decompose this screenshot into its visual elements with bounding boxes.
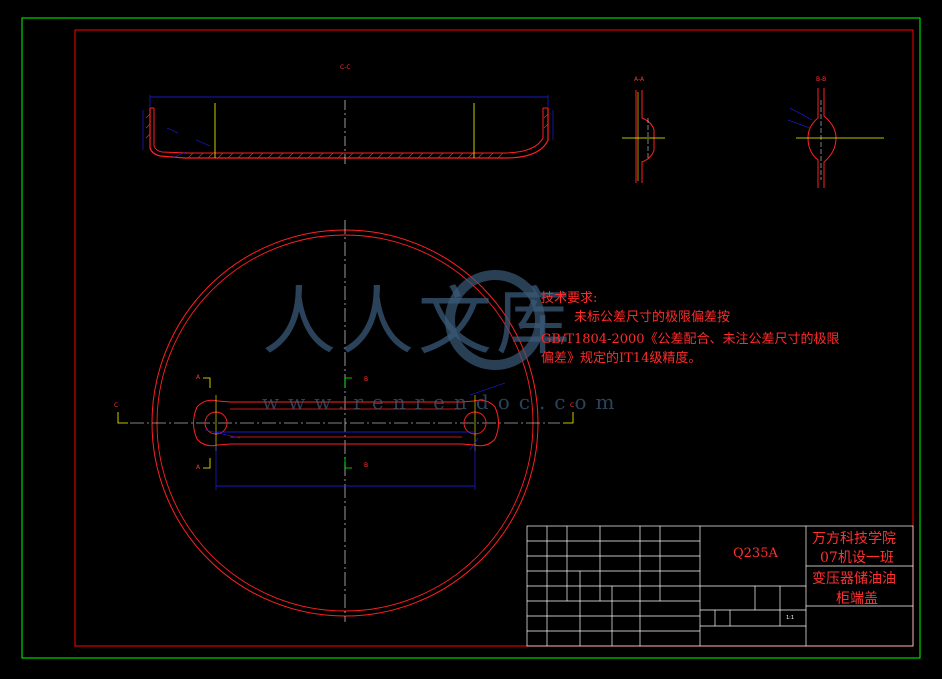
section-bb-label: B-B [816,76,827,83]
mark-a-top: A [196,374,201,381]
title-block-grid [526,525,914,647]
notes-line2: GB/T1804-2000《公差配合、未注公差尺寸的极限 [541,332,840,347]
outer-frame [21,17,921,659]
section-aa-label: A-A [634,76,645,83]
notes-line3: 偏差》规定的IT14级精度。 [541,351,702,366]
material-label: Q235A [733,546,778,561]
mark-c-right: C [570,402,575,409]
plan-view [117,220,574,622]
school-line2: 07机设一班 [820,550,894,566]
drawing-title-line2: 柜端盖 [836,591,878,607]
notes-title: 技术要求: [541,291,598,306]
watermark-brand: 人人文库 [262,279,574,365]
section-aa-view [622,90,665,183]
scale-value: 1:1 [786,615,795,621]
inner-frame [74,29,914,647]
mark-c-left: C [114,402,119,409]
drawing-title-line1: 变压器储油油 [812,571,896,587]
mark-b-top: B [364,376,369,383]
section-cc-label: C-C [340,64,351,71]
school-line1: 万方科技学院 [812,531,896,547]
hatch-cc [145,113,549,159]
mark-b-bottom: B [364,462,369,469]
watermark-logo [445,270,545,370]
mark-a-bottom: A [196,464,201,471]
notes-line1: 未标公差尺寸的极限偏差按 [574,310,731,325]
watermark-url: www.renrendoc.com [262,390,624,414]
section-bb-view [787,88,884,188]
section-cc-view [142,95,554,165]
handle-part [193,395,499,451]
